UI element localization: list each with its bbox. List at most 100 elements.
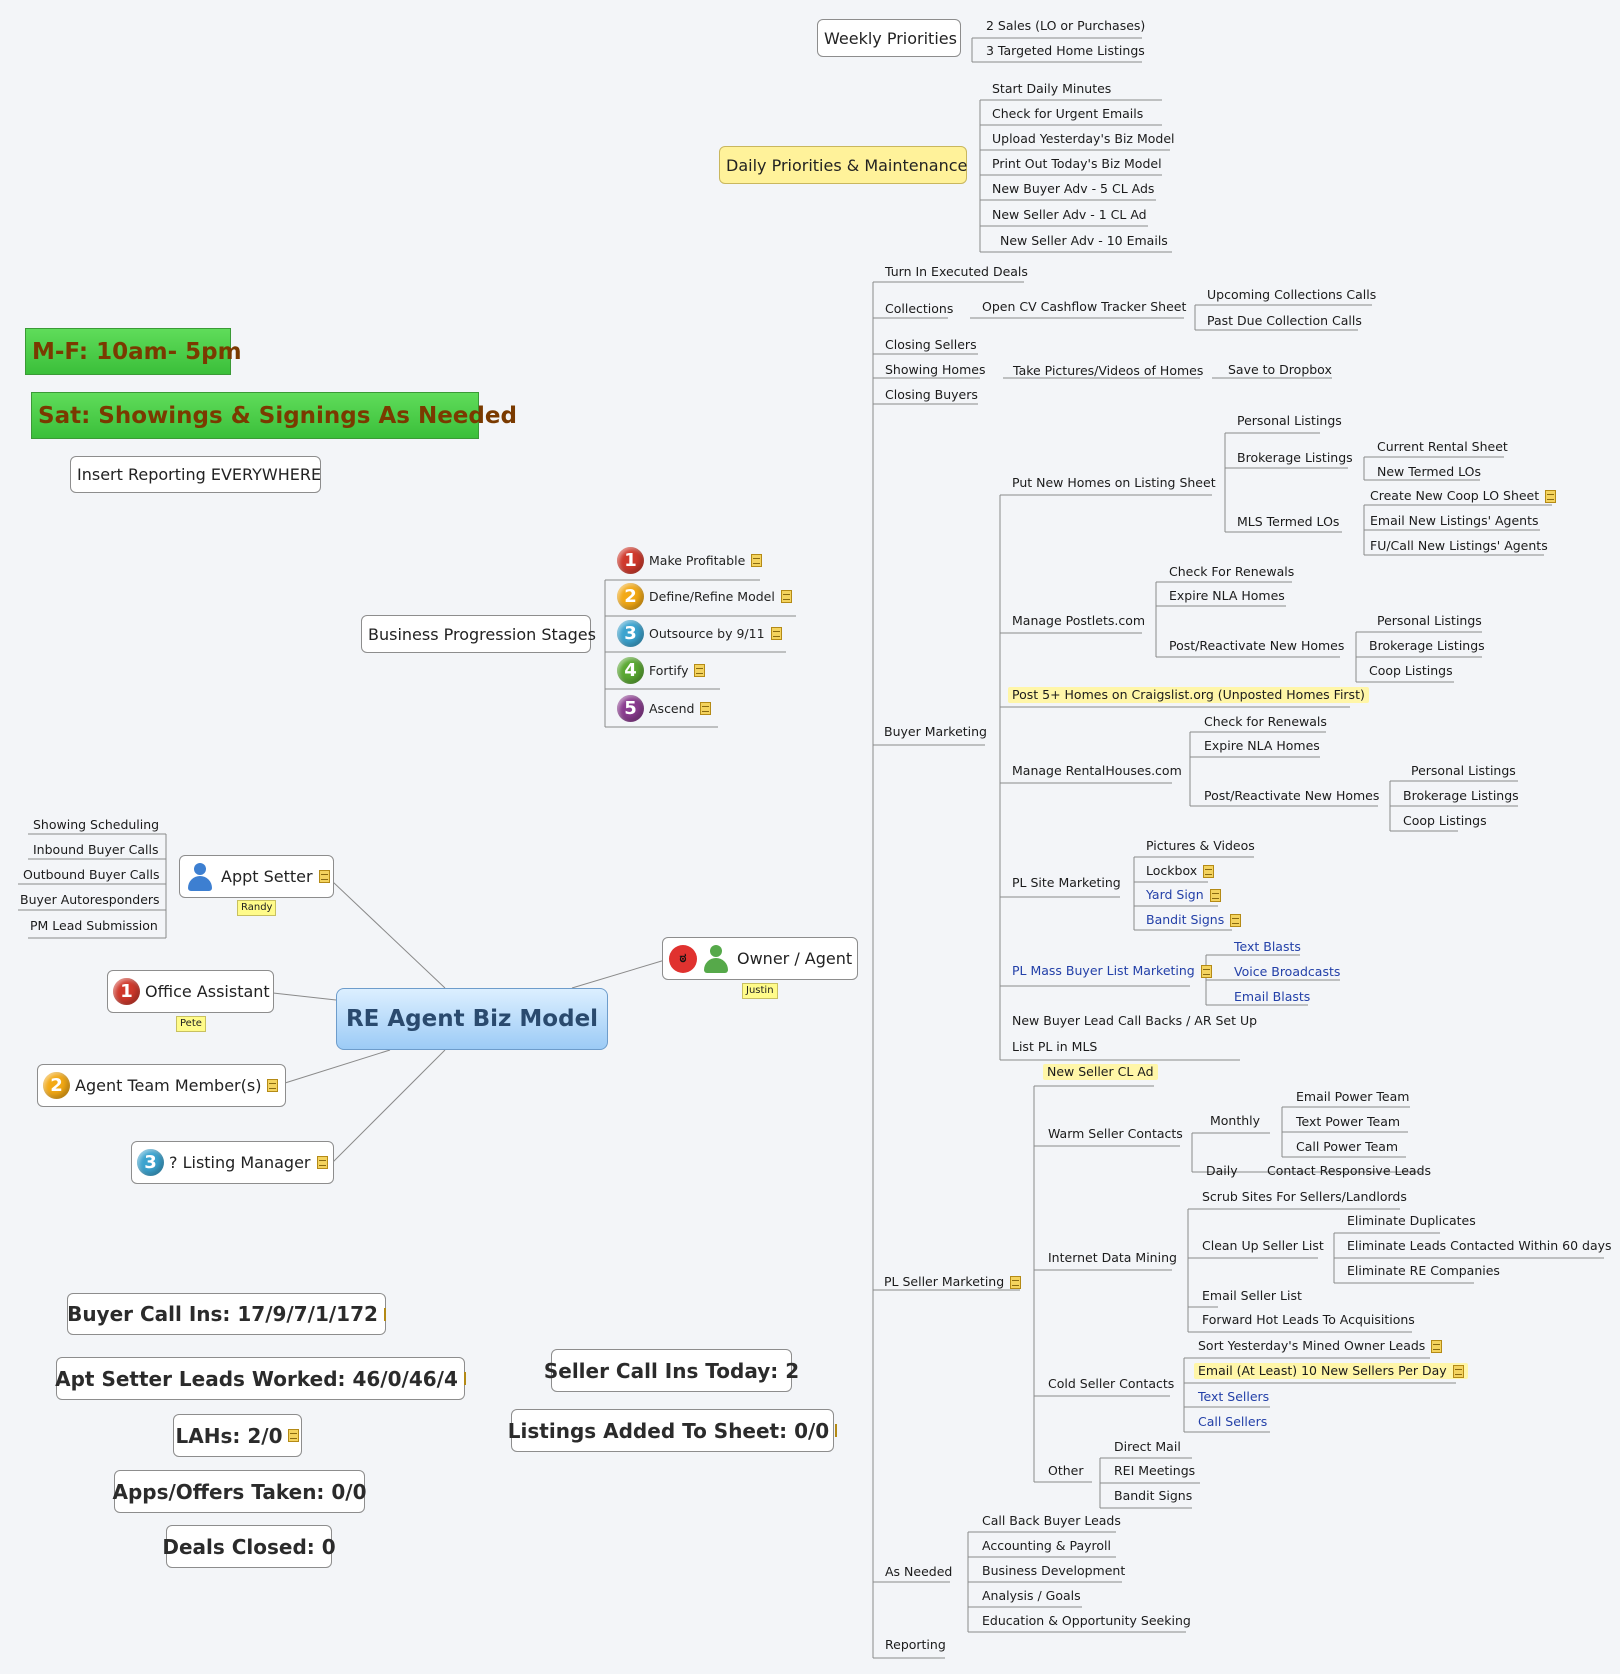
number-badge-icon: 2 xyxy=(617,583,644,610)
appt-item: PM Lead Submission xyxy=(30,918,158,933)
as-needed-item: Call Back Buyer Leads xyxy=(982,1513,1121,1528)
pl-site-item[interactable]: Bandit Signs xyxy=(1146,912,1242,928)
appt-item: Buyer Autoresponders xyxy=(20,892,160,907)
note-icon xyxy=(1203,865,1215,878)
other-item: Direct Mail xyxy=(1114,1439,1181,1454)
pl-site-marketing: PL Site Marketing xyxy=(1012,875,1121,890)
brokerage-item: New Termed LOs xyxy=(1377,464,1482,479)
listing-manager-node[interactable]: 3? Listing Manager xyxy=(131,1141,334,1184)
contact-responsive: Contact Responsive Leads xyxy=(1267,1163,1432,1178)
pl-site-item[interactable]: Yard Sign xyxy=(1146,887,1221,903)
listing-type: Personal Listings xyxy=(1411,763,1516,778)
rental-check: Check for Renewals xyxy=(1204,714,1327,729)
collections-item: Past Due Collection Calls xyxy=(1207,313,1362,328)
closing-buyers: Closing Buyers xyxy=(885,387,978,402)
weekday-hours-banner: M-F: 10am- 5pm xyxy=(25,328,242,375)
pl-site-item: Lockbox xyxy=(1146,863,1215,879)
listing-type: Personal Listings xyxy=(1377,613,1482,628)
note-icon xyxy=(1230,914,1242,927)
apps-offers-stat[interactable]: Apps/Offers Taken: 0/0 xyxy=(112,1470,367,1513)
scrub-sites: Scrub Sites For Sellers/Landlords xyxy=(1202,1189,1407,1204)
new-seller-cl-ad: New Seller CL Ad xyxy=(1043,1064,1158,1080)
warm-seller-contacts: Warm Seller Contacts xyxy=(1048,1126,1183,1141)
postlets-post: Post/Reactivate New Homes xyxy=(1169,638,1345,653)
clean-item: Eliminate Leads Contacted Within 60 days xyxy=(1347,1238,1612,1253)
note-icon xyxy=(1431,1340,1443,1353)
seller-call-ins-stat[interactable]: Seller Call Ins Today: 2 xyxy=(544,1349,799,1392)
business-stages-node[interactable]: Business Progression Stages xyxy=(361,615,596,653)
listing-type: Coop Listings xyxy=(1403,813,1487,828)
listings-added-stat[interactable]: Listings Added To Sheet: 0/0 xyxy=(508,1409,838,1452)
clean-up-list: Clean Up Seller List xyxy=(1202,1238,1324,1253)
reporting-note[interactable]: Insert Reporting EVERYWHERE xyxy=(70,456,321,493)
owner-agent-node[interactable]: ಠ Owner / Agent xyxy=(662,937,858,980)
monthly-item: Call Power Team xyxy=(1296,1139,1399,1154)
collections[interactable]: Collections xyxy=(885,301,954,316)
note-icon xyxy=(288,1429,300,1442)
note-icon xyxy=(383,1307,386,1321)
as-needed-item: Analysis / Goals xyxy=(982,1588,1081,1603)
number-badge-icon: 1 xyxy=(113,978,140,1005)
appt-item: Inbound Buyer Calls xyxy=(33,842,159,857)
turn-in-deals: Turn In Executed Deals xyxy=(885,264,1028,279)
manage-rentalhouses: Manage RentalHouses.com xyxy=(1012,763,1182,778)
manage-postlets: Manage Postlets.com xyxy=(1012,613,1146,628)
buyer-call-ins-stat[interactable]: Buyer Call Ins: 17/9/7/1/172 xyxy=(67,1293,386,1335)
buyer-marketing[interactable]: Buyer Marketing xyxy=(884,724,987,739)
number-badge-icon: 1 xyxy=(617,547,644,574)
listing-type: Brokerage Listings xyxy=(1369,638,1485,653)
showing-homes[interactable]: Showing Homes xyxy=(885,362,986,377)
take-pictures: Take Pictures/Videos of Homes xyxy=(1013,363,1204,378)
listing-type: Coop Listings xyxy=(1369,663,1453,678)
pl-mass-marketing[interactable]: PL Mass Buyer List Marketing xyxy=(1012,963,1212,979)
note-icon xyxy=(316,1156,328,1169)
pl-mass-item[interactable]: Voice Broadcasts xyxy=(1234,964,1341,979)
note-icon xyxy=(780,590,792,603)
craigslist-task: Post 5+ Homes on Craigslist.org (Unposte… xyxy=(1008,687,1369,703)
apt-setter-stat[interactable]: Apt Setter Leads Worked: 46/0/46/4 xyxy=(55,1357,466,1400)
put-new-homes: Put New Homes on Listing Sheet xyxy=(1012,475,1216,490)
lahs-stat[interactable]: LAHs: 2/0 xyxy=(173,1414,302,1457)
clean-item: Eliminate Duplicates xyxy=(1347,1213,1476,1228)
cold-item[interactable]: Text Sellers xyxy=(1198,1389,1270,1404)
appt-item: Showing Scheduling xyxy=(33,817,160,832)
other: Other xyxy=(1048,1463,1084,1478)
pl-mass-item[interactable]: Email Blasts xyxy=(1234,989,1311,1004)
number-badge-icon: 3 xyxy=(617,620,644,647)
as-needed[interactable]: As Needed xyxy=(885,1564,953,1579)
daily-item: Upload Yesterday's Biz Model xyxy=(992,131,1175,146)
note-icon xyxy=(835,1424,838,1437)
as-needed-item: Business Development xyxy=(982,1563,1126,1578)
pl-seller-marketing[interactable]: PL Seller Marketing xyxy=(884,1274,1022,1290)
daily-item: New Buyer Adv - 5 CL Ads xyxy=(992,181,1155,196)
note-icon xyxy=(770,627,782,640)
brokerage-listings: Brokerage Listings xyxy=(1237,450,1353,465)
appt-setter-node[interactable]: Appt Setter xyxy=(179,855,334,898)
note-icon xyxy=(463,1372,466,1385)
cold-item: Email (At Least) 10 New Sellers Per Day xyxy=(1194,1363,1468,1379)
mls-item: Email New Listings' Agents xyxy=(1370,513,1539,528)
as-needed-item: Education & Opportunity Seeking xyxy=(982,1613,1191,1628)
note-icon xyxy=(700,702,712,715)
pl-mass-item[interactable]: Text Blasts xyxy=(1234,939,1301,954)
daily-item: New Seller Adv - 10 Emails xyxy=(1000,233,1168,248)
as-needed-item: Accounting & Payroll xyxy=(982,1538,1111,1553)
collections-item: Upcoming Collections Calls xyxy=(1207,287,1377,302)
central-topic[interactable]: RE Agent Biz Model xyxy=(336,988,608,1050)
weekly-priorities-node[interactable]: Weekly Priorities xyxy=(817,19,961,57)
cold-item[interactable]: Call Sellers xyxy=(1198,1414,1268,1429)
pl-site-item: Pictures & Videos xyxy=(1146,838,1255,853)
deals-closed-stat[interactable]: Deals Closed: 0 xyxy=(162,1525,336,1568)
note-icon xyxy=(751,554,763,567)
person-icon xyxy=(701,944,731,974)
saturday-banner: Sat: Showings & Signings As Needed xyxy=(31,392,517,439)
owner-agent-tag: Justin xyxy=(742,983,778,999)
daily-priorities-node[interactable]: Daily Priorities & Maintenance xyxy=(719,146,967,184)
